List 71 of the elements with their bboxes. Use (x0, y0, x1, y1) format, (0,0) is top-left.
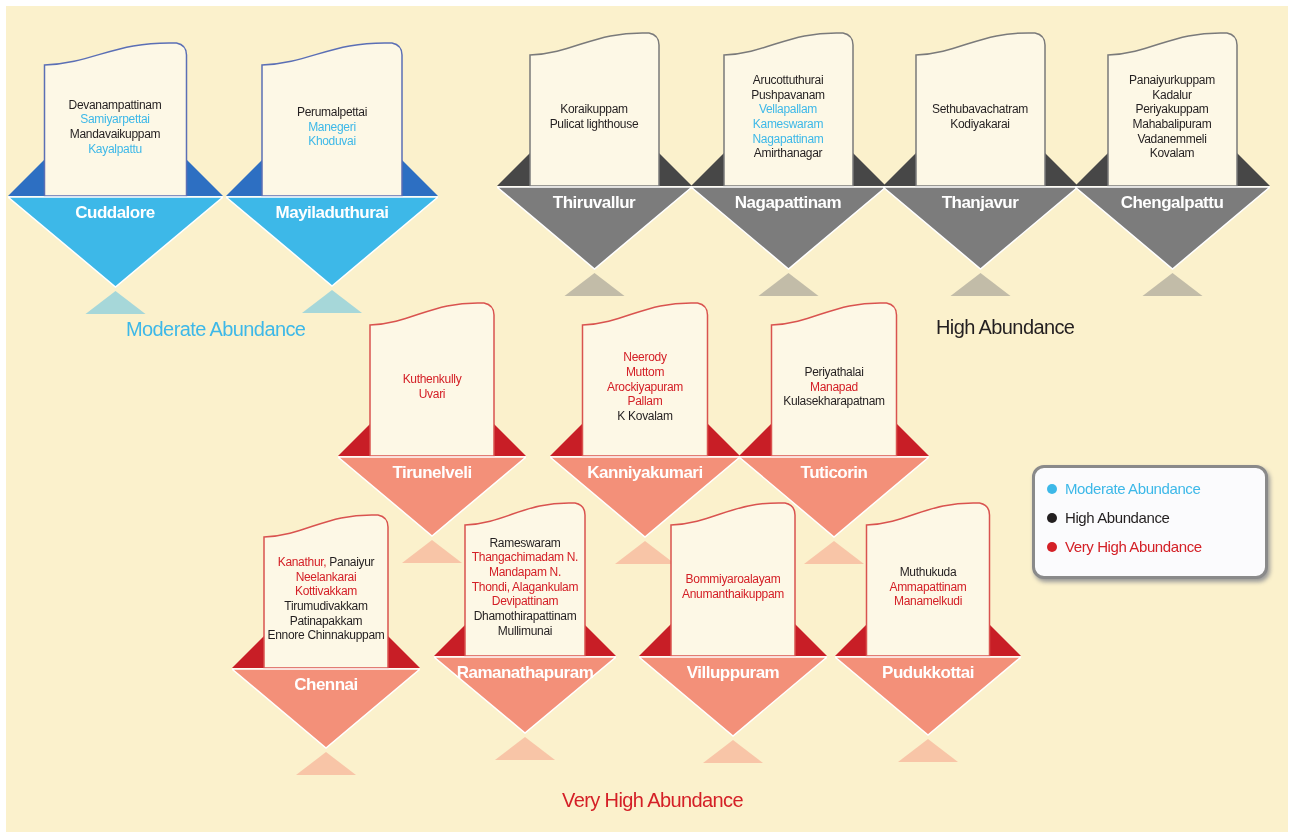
place-name: Devipattinam (491, 594, 559, 609)
place-name: K Kovalam (617, 408, 673, 424)
place-name: Kovalam (1149, 146, 1195, 161)
district-name: Ramanathapuram (455, 663, 595, 683)
place-name: Bommiyaroalayam (685, 572, 781, 587)
group-label: High Abundance (936, 316, 1075, 339)
district-name: Thiruvallur (551, 193, 637, 213)
place-name: Manapad (810, 379, 858, 395)
place-name: Arucottuthurai (752, 73, 824, 88)
place-name: Mullimunai (497, 623, 553, 639)
place-name: Manamelkudi (893, 594, 963, 609)
group-label: Moderate Abundance (126, 318, 306, 341)
place-name: Ennore Chinnakuppam (267, 628, 385, 643)
place-name: Vellapallam (758, 102, 818, 117)
place-name: Kameswaram (752, 117, 824, 132)
place-name: Amirthanagar (753, 146, 823, 161)
district-name: Nagapattinam (733, 193, 843, 213)
place-name: Kuthenkully (402, 372, 462, 387)
district-name: Kanniyakumari (586, 463, 704, 483)
place-name: Neerody (623, 350, 667, 366)
district-name: Villuppuram (685, 663, 781, 683)
place-name: Perumalpettai (296, 105, 368, 120)
place-name: Panaiyurkuppam (1129, 73, 1215, 88)
place-name: Nagapattinam (752, 131, 824, 147)
place-name: Kadalur (1152, 87, 1192, 103)
place-name: Pulicat lighthouse (549, 117, 639, 132)
place-name: Thondi, Alagankulam (471, 579, 579, 595)
place-name: Uvari (418, 387, 446, 402)
place-name: Muthukuda (899, 565, 957, 580)
legend-text: Very High Abundance (1065, 538, 1202, 555)
place-name: Tirumudivakkam (284, 599, 368, 614)
place-name: Devanampattinam (68, 97, 162, 113)
place-name: Rameswaram (489, 535, 561, 551)
legend-text: High Abundance (1065, 509, 1170, 526)
district-name: Tirunelveli (391, 463, 473, 483)
place-name: Kottivakkam (294, 584, 358, 599)
place-name: Pushpavanam (751, 87, 825, 103)
place-name: Panaiyur (329, 555, 375, 570)
district-name: Mayiladuthurai (274, 203, 390, 223)
place-name: Sethubavachatram (932, 102, 1028, 117)
place-name: Kanathur, (277, 555, 327, 570)
place-name: Periyathalai (804, 365, 864, 380)
place-name: Mahabalipuram (1132, 117, 1212, 132)
place-name: Pallam (627, 394, 663, 409)
place-name: Kayalpattu (88, 141, 142, 157)
district-name: Cuddalore (74, 203, 156, 223)
place-name: Muttom (625, 365, 665, 380)
district-name: Tuticorin (799, 463, 869, 483)
place-name: Dhamothirapattinam (473, 608, 577, 624)
place-name: Anumanthaikuppam (682, 587, 784, 602)
district-name: Thanjavur (940, 193, 1020, 213)
district-name: Chengalpattu (1119, 193, 1225, 213)
place-name: Mandapam N. (488, 565, 562, 580)
place-name: Mandavaikuppam (69, 127, 161, 142)
place-name: Kulasekharapatnam (783, 394, 885, 409)
district-name: Pudukkottai (881, 663, 975, 683)
place-name: Neelankarai (295, 569, 357, 585)
legend-text: Moderate Abundance (1065, 480, 1201, 497)
district-name: Chennai (293, 675, 359, 695)
place-name: Ammapattinam (889, 579, 967, 595)
place-name: Thangachimadam N. (471, 550, 579, 566)
place-name: Manegeri (308, 119, 356, 135)
place-name: Patinapakkam (289, 613, 363, 629)
place-name: Samiyarpettai (80, 112, 150, 127)
place-name: Khoduvai (308, 134, 356, 149)
place-name: Vadanemmeli (1137, 131, 1207, 147)
group-label: Very High Abundance (562, 789, 743, 812)
place-name: Kodiyakarai (950, 117, 1010, 132)
place-name: Periyakuppam (1135, 102, 1209, 117)
place-name: Arockiyapuram (606, 379, 684, 395)
place-name: Koraikuppam (560, 102, 628, 117)
